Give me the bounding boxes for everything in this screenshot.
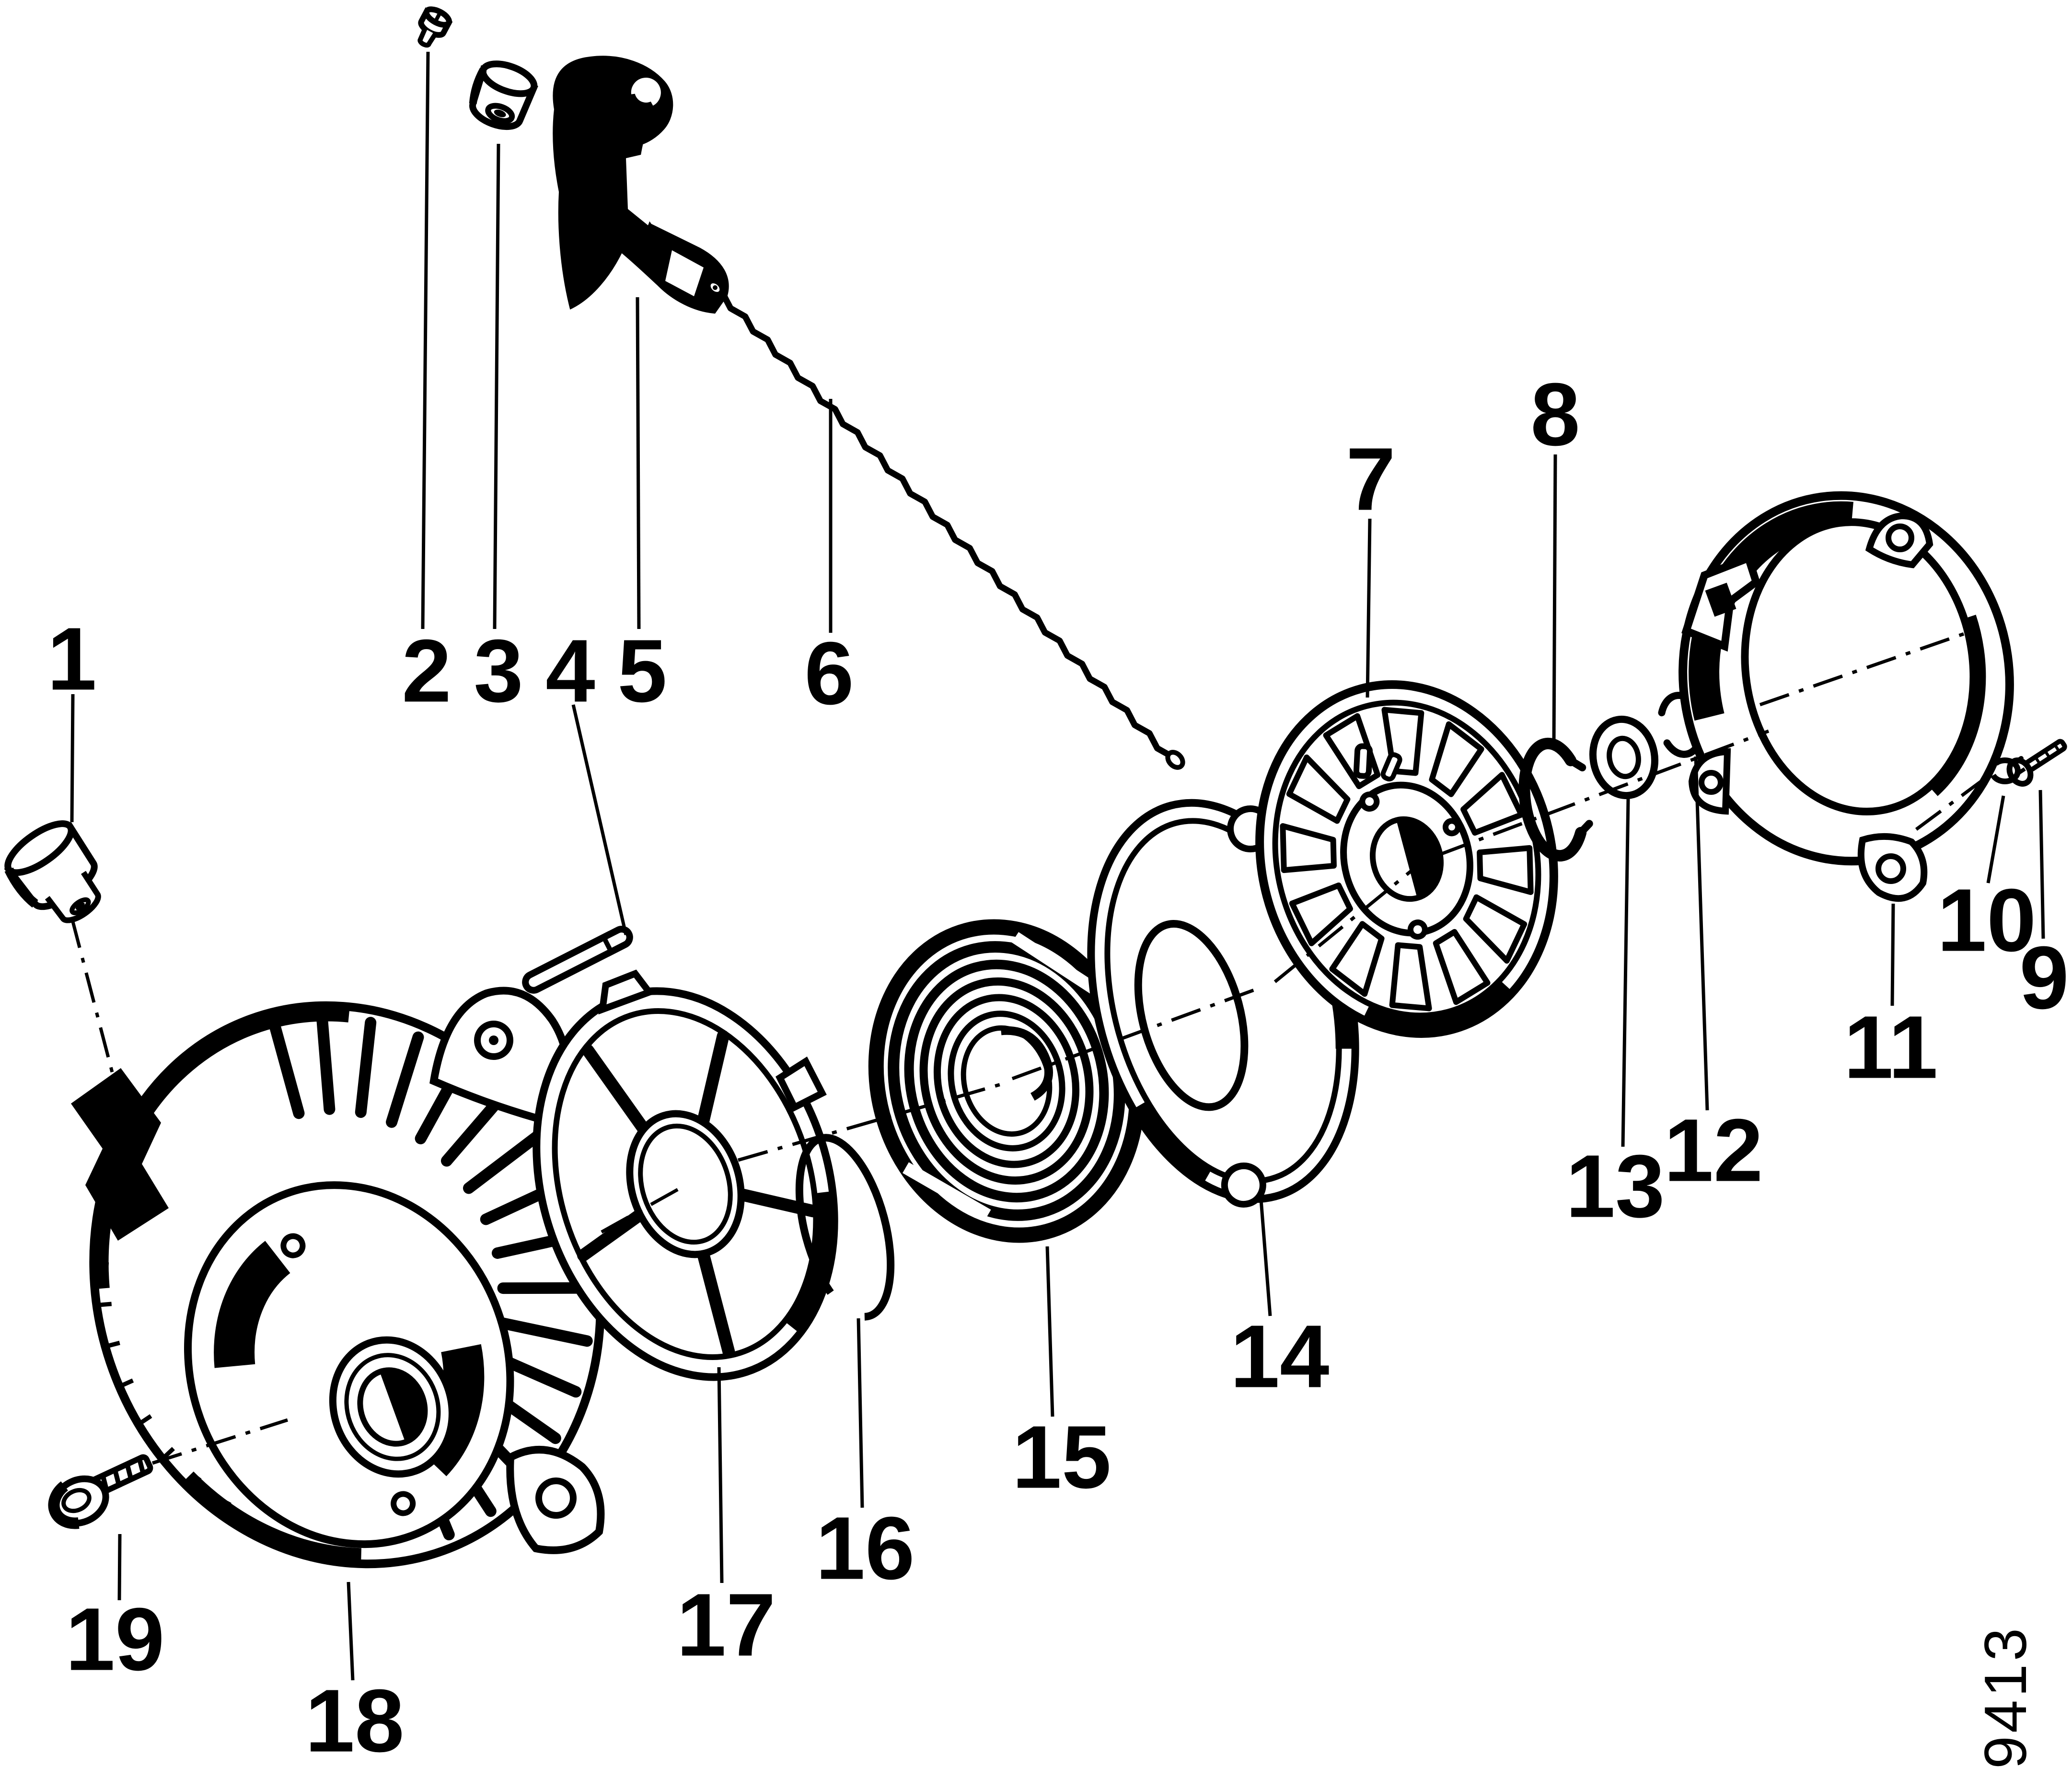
part-1-starter-cap (4, 820, 101, 923)
handle-highlight (626, 152, 661, 225)
part-10-lock-washer (1989, 756, 2024, 784)
part-8-circlip-large (1518, 737, 1593, 862)
housing-rim-shading-top (92, 1005, 602, 1565)
leader-line-18 (347, 1582, 355, 1681)
part-label-11: 11 (1844, 998, 1938, 1097)
leader-line-16 (857, 1318, 864, 1508)
leader-line-10 (1986, 795, 2005, 884)
part-label-9: 9 (2019, 929, 2069, 1028)
part-label-10: 10 (1937, 871, 2037, 970)
leader-line-1 (70, 694, 75, 823)
housing-face-hole (280, 1233, 306, 1258)
part-label-19: 19 (66, 1590, 165, 1689)
axis-line (70, 632, 1995, 1465)
leader-line-7 (1366, 518, 1372, 698)
cover-lug-hole (1886, 523, 1914, 552)
leader-line-4 (571, 704, 628, 935)
leader-line-9 (2038, 790, 2045, 939)
part-label-8: 8 (1530, 365, 1580, 465)
part-label-14: 14 (1230, 1307, 1330, 1407)
leader-lines (70, 51, 2045, 1681)
part-label-18: 18 (305, 1672, 405, 1768)
part-label-5: 5 (617, 622, 667, 721)
part-labels: 1 2 3 4 5 6 7 8 9 10 11 12 13 14 15 16 1… (47, 365, 2069, 1768)
part-label-17: 17 (677, 1576, 776, 1675)
part-3-rope-bushing (469, 60, 538, 130)
rope-end-ferrule (1165, 750, 1185, 770)
part-13-thrust-washer (1589, 715, 1659, 800)
part-label-7: 7 (1346, 430, 1395, 529)
part-11-cover-ring (1678, 491, 2014, 866)
part-label-15: 15 (1012, 1408, 1111, 1507)
spring-inner-hook (1000, 1026, 1053, 1101)
plate-notch (1221, 1162, 1266, 1208)
leader-line-19 (117, 1534, 122, 1601)
rotor-pawl-pin (1353, 743, 1373, 779)
leader-line-5 (636, 297, 641, 629)
leader-line-17 (717, 1367, 724, 1583)
part-label-13: 13 (1566, 1137, 1665, 1236)
part-2-screw (417, 6, 453, 48)
fan-plate-tab-top (598, 969, 655, 1015)
part-label-3: 3 (474, 622, 523, 721)
part-label-16: 16 (816, 1499, 915, 1598)
leader-line-11 (1890, 903, 1895, 1006)
housing-mounting-boss (71, 1068, 169, 1241)
starter-rope (720, 291, 1174, 759)
part-16-retainer-ring (795, 1134, 895, 1321)
housing-face-hole (391, 1491, 416, 1516)
leader-line-14 (1259, 1193, 1272, 1316)
leader-line-13 (1621, 798, 1630, 1147)
cover-lug-hole (1875, 853, 1906, 884)
part-label-12: 12 (1664, 1101, 1763, 1200)
leader-line-8 (1552, 454, 1557, 744)
sheet-number: 9413 (1973, 1625, 2039, 1768)
cover-lug-hole (1699, 770, 1724, 795)
part-label-4: 4 (545, 622, 595, 721)
part-4-drive-pin (522, 926, 633, 994)
part-label-1: 1 (47, 610, 96, 709)
part-7-rope-pulley (1255, 680, 1558, 1038)
fan-plate-tab-right (776, 1056, 827, 1112)
leader-line-2 (421, 51, 430, 629)
part-label-2: 2 (402, 622, 451, 721)
part-label-6: 6 (804, 624, 854, 723)
part-5-starter-handle (553, 56, 729, 314)
handle-ferrule-band (665, 250, 704, 296)
plate-center-hole (1134, 920, 1249, 1111)
part-19-housing-screw (48, 1454, 153, 1529)
handle-curl-highlight (635, 80, 658, 103)
rotor-slots (1280, 707, 1534, 1012)
leader-line-15 (1045, 1246, 1054, 1417)
leader-line-12 (1694, 756, 1709, 1111)
part-6-starter-rope (720, 291, 1185, 770)
housing-lug-hole (535, 1477, 577, 1519)
part-17-fan-guide-plate (532, 969, 838, 1381)
rotor-pawl-pin (1380, 752, 1402, 782)
leader-line-3 (493, 143, 500, 629)
